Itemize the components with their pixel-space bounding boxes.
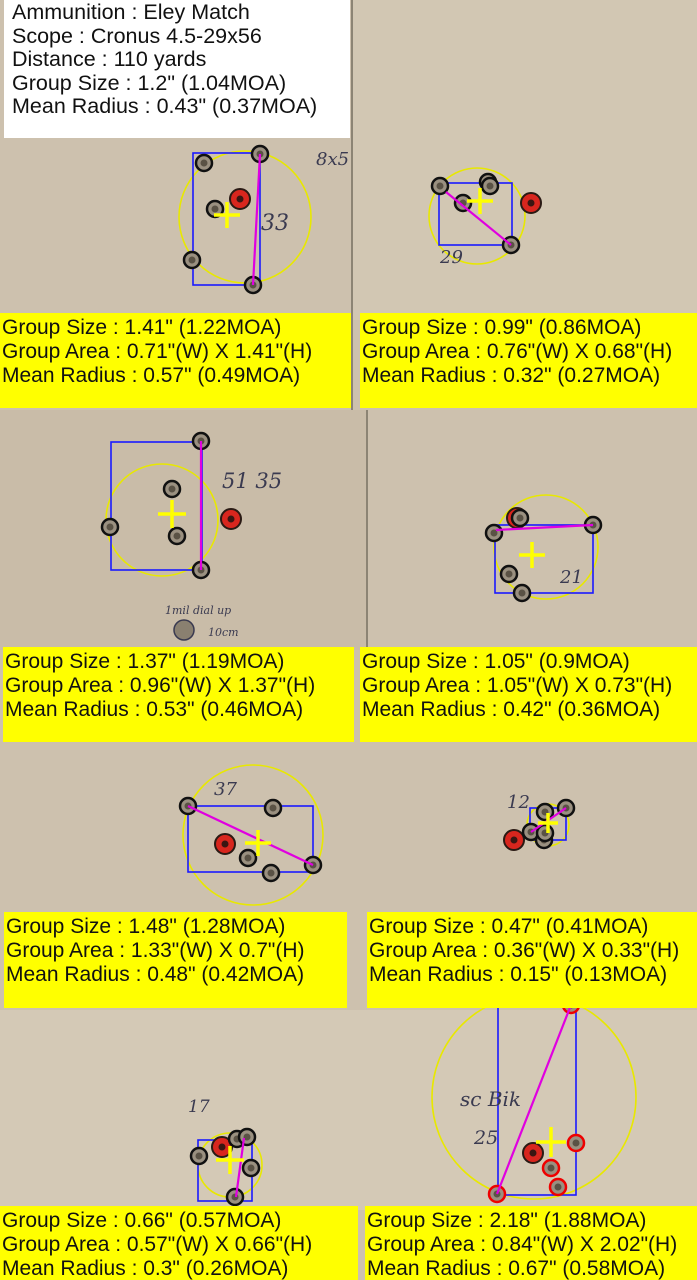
mean-radius-label: Mean Radius : 0.32" (0.27MOA): [362, 364, 661, 387]
overall-group-size-label: Group Size : 1.2" (1.04MOA): [12, 70, 287, 95]
mean-radius-label: Mean Radius : 0.57" (0.49MOA): [2, 364, 301, 387]
group-size-label: Group Size : 1.05" (0.9MOA): [362, 650, 630, 673]
bullet-hole-core: [195, 1152, 203, 1160]
extreme-spread-line: [251, 153, 262, 286]
group-bounding-box: [192, 152, 261, 286]
handwritten-note: 29: [439, 247, 463, 268]
group-8-stats: Group Size : 2.18" (1.88MOA) Group Area …: [365, 1206, 697, 1280]
mean-radius-label: Mean Radius : 0.48" (0.42MOA): [6, 963, 305, 986]
bullet-hole-core: [269, 804, 277, 812]
mean-radius-circle: [182, 764, 324, 906]
aim-point-center: [218, 1143, 226, 1151]
bullet-hole-core: [188, 256, 196, 264]
bullet-hole-core: [518, 589, 526, 597]
group-area-label: Group Area : 0.96"(W) X 1.37"(H): [5, 674, 316, 697]
handwritten-note: sc Bik: [460, 1087, 521, 1111]
group-4-stats: Group Size : 1.05" (0.9MOA) Group Area :…: [360, 647, 697, 742]
group-1-stats: Group Size : 1.41" (1.22MOA) Group Area …: [0, 313, 351, 408]
group-area-label: Group Area : 1.33"(W) X 0.7"(H): [6, 939, 305, 962]
mean-radius-label: Mean Radius : 0.67" (0.58MOA): [367, 1257, 666, 1280]
group-size-label: Group Size : 2.18" (1.88MOA): [367, 1209, 647, 1232]
group-size-label: Group Size : 1.37" (1.19MOA): [5, 650, 285, 673]
group-area-label: Group Area : 1.05"(W) X 0.73"(H): [362, 674, 673, 697]
mean-radius-circle: [493, 494, 599, 600]
overall-mean-radius-label: Mean Radius : 0.43" (0.37MOA): [12, 94, 318, 119]
extreme-spread-line: [495, 1004, 573, 1195]
scope-label: Scope : Cronus 4.5-29x56: [12, 23, 262, 48]
group-7-stats: Group Size : 0.66" (0.57MOA) Group Area …: [0, 1206, 358, 1280]
aim-point-center: [527, 199, 535, 207]
board-panel-shade: [353, 0, 697, 320]
handwritten-note: 10cm: [208, 626, 239, 639]
board-panel-shade: [0, 1010, 697, 1210]
group-bounding-box: [187, 805, 314, 873]
group-bounding-box: [494, 524, 594, 594]
bullet-hole-core: [211, 205, 219, 213]
ammunition-label: Ammunition : Eley Match: [12, 0, 250, 24]
bullet-hole-core: [243, 1133, 251, 1141]
group-6-stats: Group Size : 0.47" (0.41MOA) Group Area …: [367, 912, 697, 1008]
extreme-spread-line: [234, 1137, 246, 1198]
handwritten-note: 8x5: [316, 149, 349, 170]
extreme-spread-line: [187, 805, 314, 866]
extreme-spread-line: [445, 191, 512, 246]
aim-point-center: [236, 195, 244, 203]
mean-radius-label: Mean Radius : 0.53" (0.46MOA): [5, 698, 304, 721]
group-size-label: Group Size : 0.99" (0.86MOA): [362, 316, 642, 339]
extreme-spread-line: [495, 523, 594, 532]
bullet-hole-core: [547, 1164, 555, 1172]
group-area-label: Group Area : 0.57"(W) X 0.66"(H): [2, 1233, 313, 1256]
vertical-divider-2: [366, 410, 368, 740]
aim-point-center: [227, 515, 235, 523]
mean-radius-label: Mean Radius : 0.3" (0.26MOA): [2, 1257, 289, 1280]
handwritten-note: 17: [188, 1097, 210, 1117]
vertical-divider-1: [351, 0, 353, 410]
group-2-stats: Group Size : 0.99" (0.86MOA) Group Area …: [360, 313, 697, 408]
bullet-hole-core: [436, 182, 444, 190]
session-info-box: Ammunition : Eley Match Scope : Cronus 4…: [4, 0, 350, 138]
mean-radius-label: Mean Radius : 0.15" (0.13MOA): [369, 963, 668, 986]
handwritten-note: 51 35: [222, 469, 282, 493]
handwritten-note: 21: [559, 567, 583, 588]
group-size-label: Group Size : 1.41" (1.22MOA): [2, 316, 282, 339]
group-size-label: Group Size : 1.48" (1.28MOA): [6, 915, 286, 938]
group-size-label: Group Size : 0.66" (0.57MOA): [2, 1209, 282, 1232]
bullet-hole-core: [505, 570, 513, 578]
bullet-hole-core: [486, 182, 494, 190]
group-size-label: Group Size : 0.47" (0.41MOA): [369, 915, 649, 938]
bullet-hole-core: [244, 854, 252, 862]
mean-radius-circle: [428, 167, 526, 265]
bullet-hole-core: [173, 532, 181, 540]
aim-point-center: [510, 836, 518, 844]
bullet-hole-core: [490, 529, 498, 537]
group-area-label: Group Area : 0.71"(W) X 1.41"(H): [2, 340, 313, 363]
group-area-label: Group Area : 0.76"(W) X 0.68"(H): [362, 340, 673, 363]
group-3-stats: Group Size : 1.37" (1.19MOA) Group Area …: [3, 647, 354, 742]
handwritten-note: 25: [473, 1127, 498, 1149]
group-area-label: Group Area : 0.84"(W) X 2.02"(H): [367, 1233, 678, 1256]
handwritten-note: 1mil dial up: [165, 604, 231, 617]
bullet-hole-core: [106, 523, 114, 531]
aim-point-center: [221, 840, 229, 848]
bullet-hole-core: [231, 1193, 239, 1201]
bullet-hole-core: [572, 1139, 580, 1147]
bullet-hole-core: [247, 1164, 255, 1172]
bullet-hole-core: [554, 1183, 562, 1191]
handwritten-note: 33: [261, 211, 289, 236]
reference-screw-hole: [173, 619, 195, 641]
bullet-hole-core: [200, 159, 208, 167]
group-area-label: Group Area : 0.36"(W) X 0.33"(H): [369, 939, 680, 962]
aim-point-center: [529, 1149, 537, 1157]
bullet-hole-core: [516, 514, 524, 522]
handwritten-note: 12: [507, 792, 530, 813]
bullet-hole-core: [168, 485, 176, 493]
group-bounding-box: [438, 182, 513, 246]
distance-label: Distance : 110 yards: [12, 47, 207, 72]
handwritten-note: 37: [214, 779, 237, 800]
group-5-stats: Group Size : 1.48" (1.28MOA) Group Area …: [4, 912, 347, 1008]
bullet-hole-core: [267, 869, 275, 877]
mean-radius-label: Mean Radius : 0.42" (0.36MOA): [362, 698, 661, 721]
